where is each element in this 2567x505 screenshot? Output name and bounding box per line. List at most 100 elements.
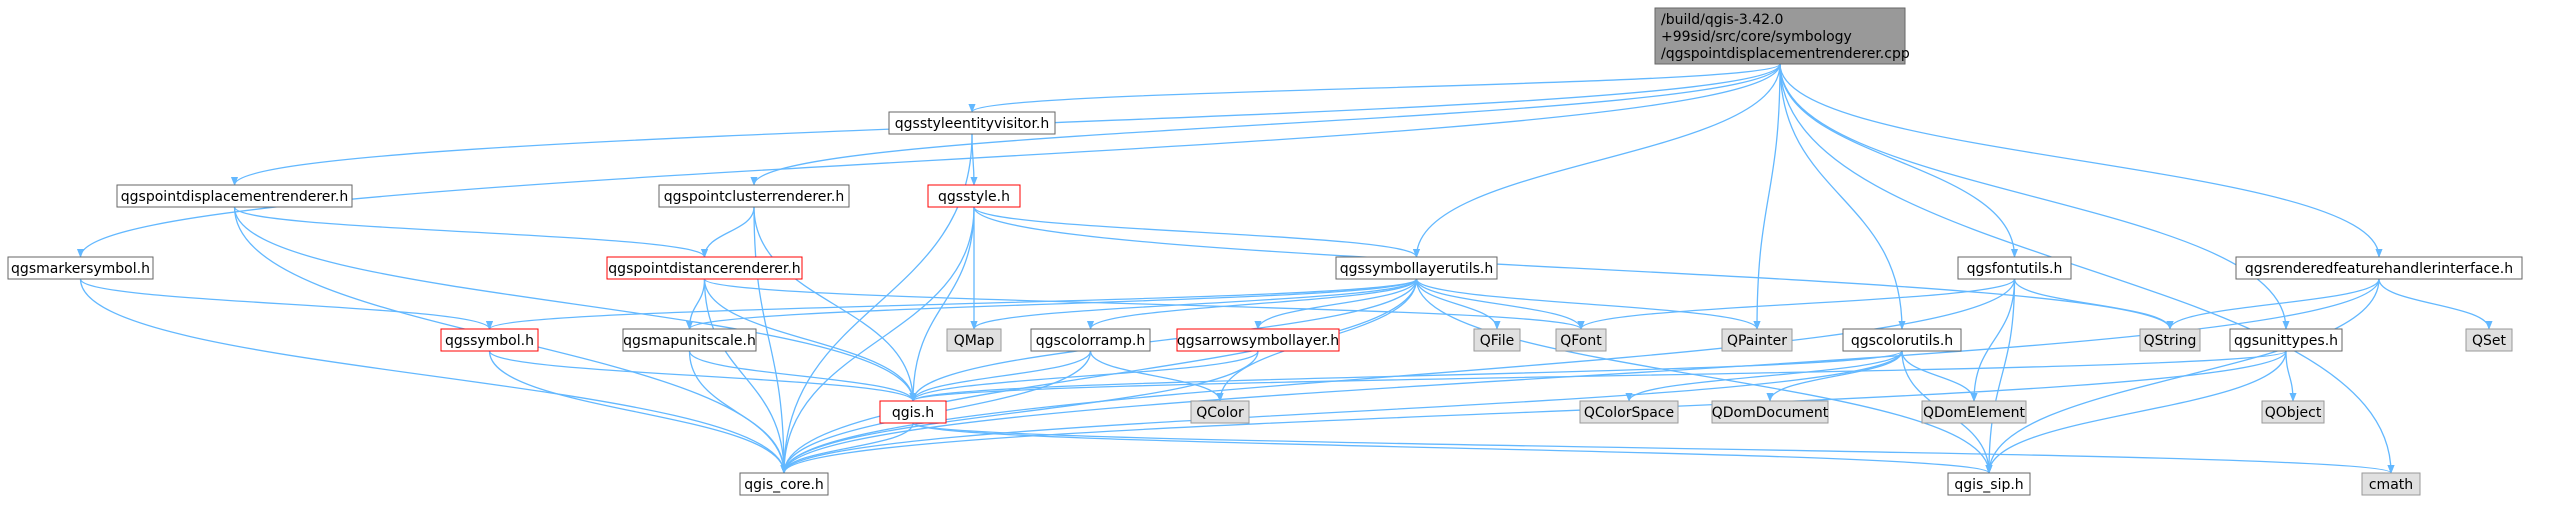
edge-qgsarrowsymbollayer-to-qgis_core: [780, 350, 1259, 474]
edge-qgspointdistancerenderer-to-QFont: [703, 278, 1585, 330]
node-QObject[interactable]: QObject: [2261, 400, 2325, 424]
node-label-QString: QString: [2144, 333, 2197, 349]
node-box-qgsstyleentityvisitor: [888, 111, 1056, 135]
node-qgssymbol[interactable]: qgssymbol.h: [440, 328, 539, 352]
node-label-QPainter: QPainter: [1727, 333, 1787, 349]
node-qgsstyleentityvisitor[interactable]: qgsstyleentityvisitor.h: [888, 111, 1056, 135]
node-box-qgspointclusterrenderer: [658, 184, 850, 208]
edge-qgis-to-qgis_sip: [912, 422, 1993, 474]
node-label-qgssymbollayerutils: qgssymbollayerutils.h: [1340, 261, 1494, 277]
edge-qgspointdistancerenderer-to-qgis: [703, 278, 917, 402]
edge-qgsunittypes-to-QObject: [2285, 350, 2297, 402]
node-box-root: [1654, 7, 1906, 65]
node-qgspointdisplacementrenderer[interactable]: qgspointdisplacementrenderer.h: [116, 184, 353, 208]
node-label-cmath: cmath: [2369, 477, 2413, 493]
node-label-qgis: qgis.h: [892, 405, 934, 421]
node-qgsfontutils[interactable]: qgsfontutils.h: [1957, 256, 2072, 280]
node-QString[interactable]: QString: [2139, 328, 2201, 352]
edge-qgspointclusterrenderer-to-qgis: [753, 206, 917, 402]
node-QFont[interactable]: QFont: [1555, 328, 1607, 352]
node-label-qgsmapunitscale: qgsmapunitscale.h: [623, 333, 756, 349]
node-box-qgsmarkersymbol: [7, 256, 154, 280]
edge-qgscolorutils-to-qgis_core: [780, 350, 1903, 474]
edge-qgspointdisplacementrenderer-to-qgis: [233, 206, 917, 402]
node-qgsrenderedfeaturehandlerinterface[interactable]: qgsrenderedfeaturehandlerinterface.h: [2235, 256, 2523, 280]
edge-qgsarrowsymbollayer-to-qgis: [909, 350, 1259, 402]
node-box-qgspointdistancerenderer: [606, 256, 803, 280]
node-cmath[interactable]: cmath: [2361, 472, 2421, 496]
edge-qgsstyle-to-qgssymbollayerutils: [973, 206, 1420, 258]
edge-qgssymbollayerutils-to-qgsmapunitscale: [686, 278, 1418, 330]
edge-root-to-qgsunittypes: [1779, 63, 2290, 330]
node-box-qgis: [879, 400, 947, 424]
edge-qgscolorramp-to-qgis: [909, 350, 1092, 402]
edge-root-to-qgspointclusterrenderer: [750, 63, 1781, 186]
edge-qgsunittypes-to-qgis_core: [780, 350, 2287, 474]
edge-root-to-qgssymbollayerutils: [1412, 63, 1781, 258]
edge-qgscolorutils-to-QDomDocument: [1766, 350, 1903, 402]
edge-qgscolorramp-to-QColor: [1089, 350, 1224, 402]
node-label-QDomDocument: QDomDocument: [1712, 405, 1829, 421]
node-qgsmapunitscale[interactable]: qgsmapunitscale.h: [622, 328, 757, 352]
node-label-qgscolorutils: qgscolorutils.h: [1851, 333, 1953, 349]
edge-qgscolorutils-to-qgis: [909, 350, 1903, 402]
node-qgsarrowsymbollayer[interactable]: qgsarrowsymbollayer.h: [1176, 328, 1340, 352]
node-qgspointclusterrenderer[interactable]: qgspointclusterrenderer.h: [658, 184, 850, 208]
node-label-qgscolorramp: qgscolorramp.h: [1036, 333, 1145, 349]
node-qgsunittypes[interactable]: qgsunittypes.h: [2229, 328, 2343, 352]
node-label-QObject: QObject: [2265, 405, 2322, 421]
node-qgis_sip[interactable]: qgis_sip.h: [1947, 472, 2031, 496]
node-label-qgspointdisplacementrenderer: qgspointdisplacementrenderer.h: [121, 189, 348, 205]
edge-qgssymbollayerutils-to-qgis_core: [780, 278, 1418, 474]
edge-qgssymbollayerutils-to-QFile: [1415, 278, 1501, 330]
node-box-QColorSpace: [1579, 400, 1679, 424]
edge-qgsfontutils-to-qgis_sip: [1985, 278, 2016, 474]
node-QFile[interactable]: QFile: [1473, 328, 1521, 352]
node-label-qgsrenderedfeaturehandlerinterface: qgsrenderedfeaturehandlerinterface.h: [2245, 261, 2513, 277]
node-QDomDocument[interactable]: QDomDocument: [1711, 400, 1829, 424]
node-label-QFile: QFile: [1480, 333, 1514, 349]
node-box-qgis_sip: [1947, 472, 2031, 496]
node-box-QFont: [1555, 328, 1607, 352]
node-label-QMap: QMap: [954, 333, 995, 349]
node-qgsstyle[interactable]: qgsstyle.h: [927, 184, 1021, 208]
edge-qgscolorutils-to-QDomElement: [1901, 350, 1978, 402]
node-label-QDomElement: QDomElement: [1923, 405, 2025, 421]
node-QDomElement[interactable]: QDomElement: [1921, 400, 2027, 424]
node-qgscolorutils[interactable]: qgscolorutils.h: [1842, 328, 1962, 352]
node-root[interactable]: /build/qgis-3.42.0+99sid/src/core/symbol…: [1654, 7, 1910, 65]
node-qgspointdistancerenderer[interactable]: qgspointdistancerenderer.h: [606, 256, 803, 280]
edges-layer: [77, 63, 2493, 474]
edge-qgspointclusterrenderer-to-qgspointdistancerenderer: [700, 206, 755, 258]
node-qgssymbollayerutils[interactable]: qgssymbollayerutils.h: [1335, 256, 1498, 280]
node-qgsmarkersymbol[interactable]: qgsmarkersymbol.h: [7, 256, 154, 280]
node-box-QColor: [1190, 400, 1250, 424]
edge-qgssymbollayerutils-to-qgscolorramp: [1087, 278, 1418, 330]
edge-root-to-cmath: [1779, 63, 2395, 474]
node-box-qgspointdisplacementrenderer: [116, 184, 353, 208]
node-box-QSet: [2465, 328, 2513, 352]
node-label-root: +99sid/src/core/symbology: [1661, 29, 1852, 45]
node-label-qgsstyleentityvisitor: qgsstyleentityvisitor.h: [895, 116, 1050, 132]
node-label-qgsunittypes: qgsunittypes.h: [2234, 333, 2338, 349]
edge-qgssymbollayerutils-to-qgis: [909, 278, 1418, 402]
node-qgis[interactable]: qgis.h: [879, 400, 947, 424]
node-QColorSpace[interactable]: QColorSpace: [1579, 400, 1679, 424]
node-box-qgis_core: [739, 472, 829, 496]
node-label-qgspointdistancerenderer: qgspointdistancerenderer.h: [608, 261, 800, 277]
node-qgscolorramp[interactable]: qgscolorramp.h: [1030, 328, 1151, 352]
node-label-qgspointclusterrenderer: qgspointclusterrenderer.h: [664, 189, 844, 205]
edge-qgsmapunitscale-to-qgis_core: [688, 350, 788, 474]
node-label-QColor: QColor: [1196, 405, 1244, 421]
node-QSet[interactable]: QSet: [2465, 328, 2513, 352]
edge-qgspointdisplacementrenderer-to-qgspointdistancerenderer: [233, 206, 708, 258]
edge-root-to-qgsmarkersymbol: [77, 63, 1781, 258]
node-qgis_core[interactable]: qgis_core.h: [739, 472, 829, 496]
node-QMap[interactable]: QMap: [946, 328, 1002, 352]
edge-qgssymbollayerutils-to-QPainter: [1415, 278, 1761, 330]
edge-qgsunittypes-to-qgis_sip: [1985, 350, 2287, 474]
node-QPainter[interactable]: QPainter: [1721, 328, 1793, 352]
node-QColor[interactable]: QColor: [1190, 400, 1250, 424]
edge-qgssymbollayerutils-to-QFont: [1415, 278, 1585, 330]
edge-qgsrenderedfeaturehandlerinterface-to-QString: [2166, 278, 2380, 330]
